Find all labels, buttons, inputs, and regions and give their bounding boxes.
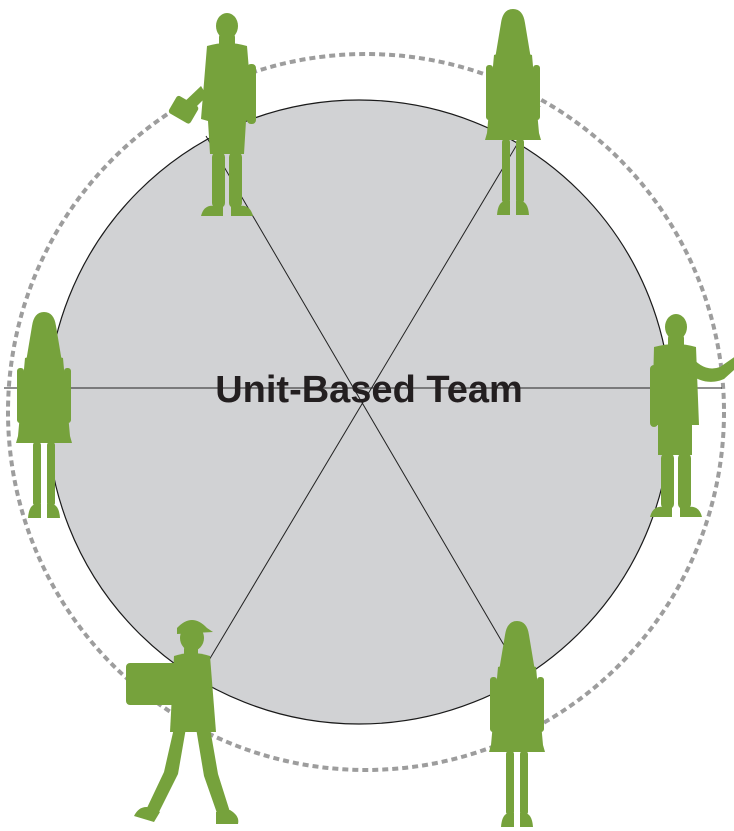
center-label: Unit-Based Team — [215, 369, 523, 411]
spoke-diagonal-left — [205, 135, 516, 665]
spoke-diagonal-right — [177, 105, 541, 713]
team-circle — [46, 99, 672, 725]
dashed-ring — [6, 52, 726, 772]
